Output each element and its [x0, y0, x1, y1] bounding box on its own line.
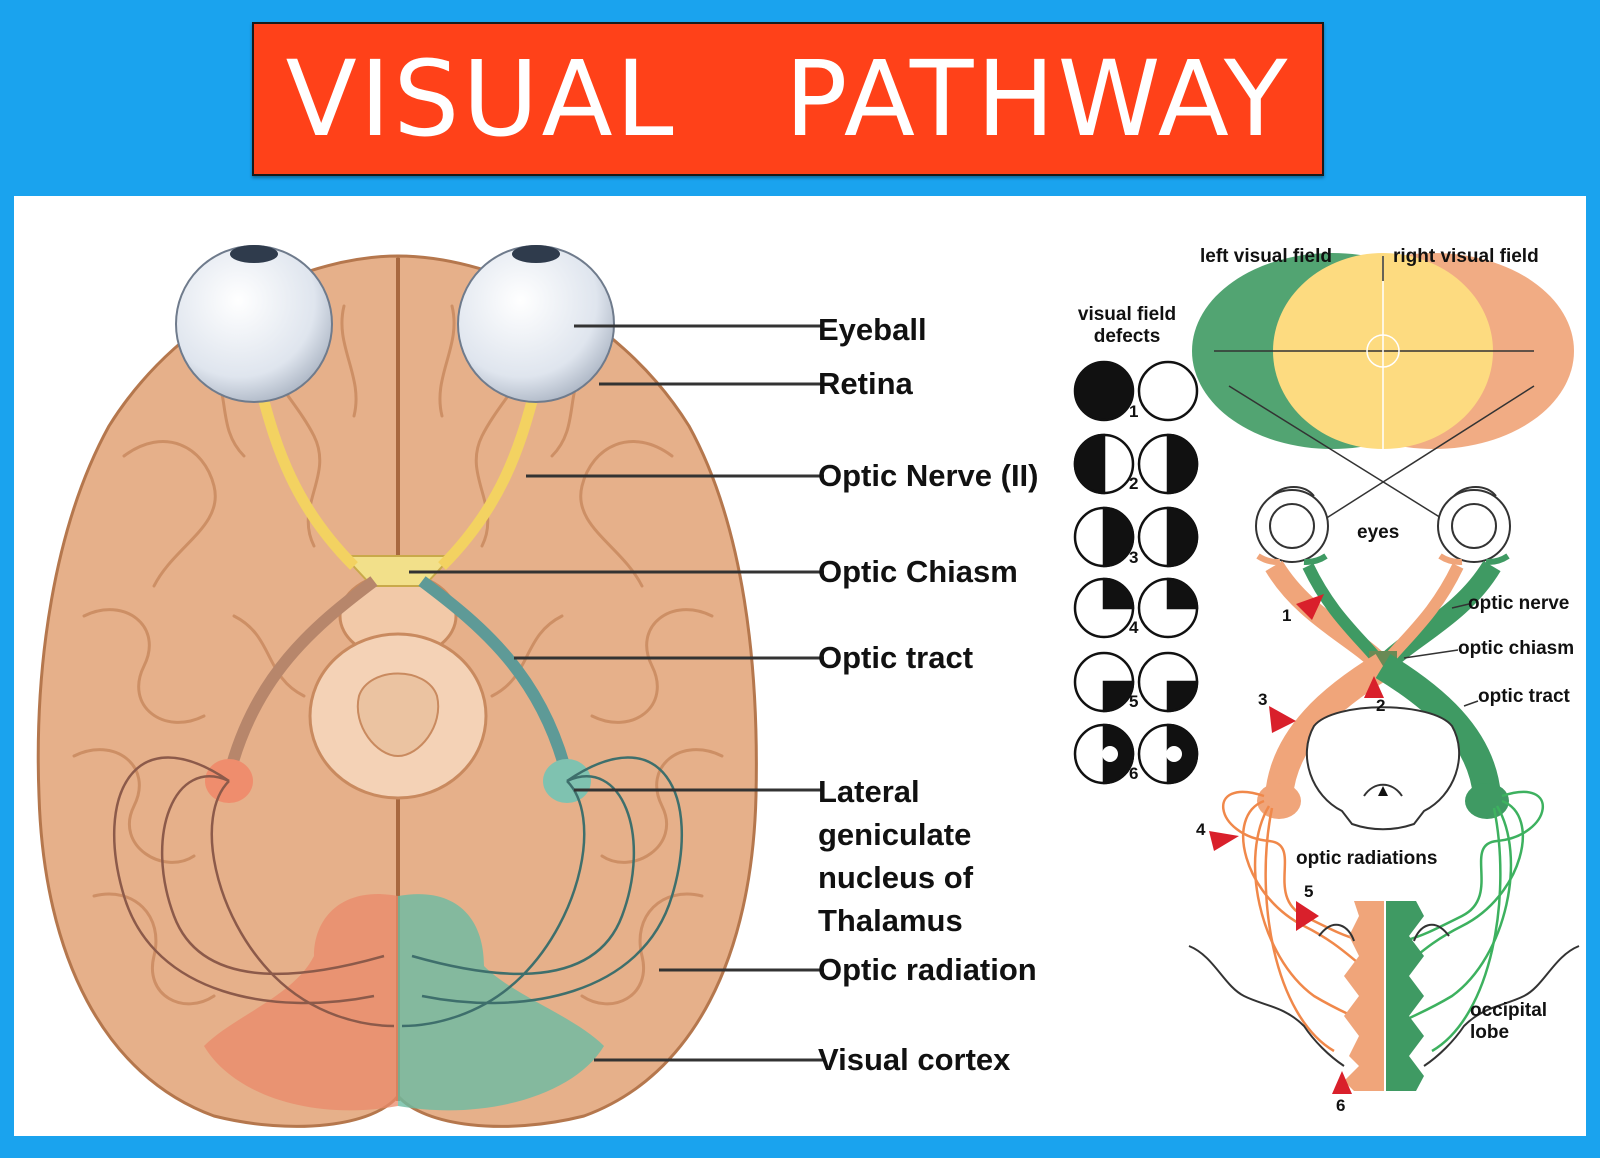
title-banner: VISUAL PATHWAY	[252, 22, 1324, 176]
right-optic-tract	[418, 576, 573, 778]
lesion-number-1: 1	[1282, 606, 1292, 625]
label-optic-tract: Optic tract	[818, 640, 974, 675]
optic-radiations-lines	[112, 756, 684, 1028]
lesion-number-2: 2	[1376, 696, 1386, 715]
visual-field-schematic	[1192, 253, 1574, 456]
defect-number-6: 6	[1129, 764, 1139, 783]
brain-illustration	[36, 245, 1580, 1128]
left-eyeball	[175, 245, 333, 403]
label-eyeball: Eyeball	[818, 312, 927, 347]
label-left-visual-field: left visual field	[1200, 246, 1332, 267]
label-schematic-optic-tract: optic tract	[1478, 686, 1570, 707]
left-optic-tract	[223, 576, 378, 778]
label-optic-chiasm: Optic Chiasm	[818, 554, 1018, 589]
defects-header: visual field defects	[1077, 304, 1177, 347]
label-optic-radiations: optic radiations	[1296, 848, 1438, 869]
schematic-eyes	[1255, 486, 1511, 563]
label-right-visual-field: right visual field	[1393, 246, 1539, 267]
label-optic-nerve: Optic Nerve (II)	[818, 458, 1039, 493]
lesion-number-6: 6	[1336, 1096, 1346, 1115]
defect-number-5: 5	[1129, 692, 1139, 711]
label-schematic-optic-nerve: optic nerve	[1468, 593, 1570, 614]
defect-number-4: 4	[1129, 618, 1139, 637]
lesion-number-4: 4	[1196, 820, 1206, 839]
lesion-markers	[1209, 594, 1384, 1094]
label-schematic-optic-chiasm: optic chiasm	[1458, 638, 1575, 659]
defect-number-1: 1	[1129, 402, 1139, 421]
sight-lines	[1228, 385, 1535, 527]
defect-number-2: 2	[1129, 474, 1139, 493]
label-optic-radiation: Optic radiation	[818, 952, 1037, 987]
leader-lines	[409, 324, 824, 1062]
lesion-number-3: 3	[1258, 690, 1268, 709]
label-occipital-lobe: occipital lobe	[1470, 1000, 1548, 1043]
label-eyes: eyes	[1357, 522, 1400, 543]
lesion-number-5: 5	[1304, 882, 1314, 901]
defect-circles	[1073, 360, 1199, 785]
schematic-leader-lines	[1382, 256, 1479, 707]
right-eyeball	[457, 245, 615, 403]
diagram-panel: Eyeball Retina Optic Nerve (II) Optic Ch…	[14, 196, 1586, 1136]
label-retina: Retina	[818, 366, 913, 401]
label-visual-cortex: Visual cortex	[818, 1042, 1011, 1077]
defect-number-3: 3	[1129, 548, 1139, 567]
label-lgn: Lateral geniculate nucleus of Thalamus	[818, 774, 974, 938]
page-title: VISUAL PATHWAY	[285, 38, 1291, 160]
